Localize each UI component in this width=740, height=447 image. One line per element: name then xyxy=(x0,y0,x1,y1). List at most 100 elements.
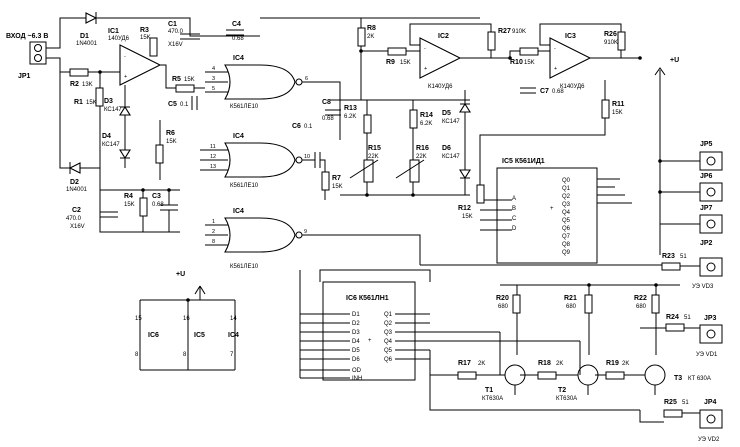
t3-transistor xyxy=(644,364,666,386)
r18-resistor xyxy=(537,371,557,380)
svg-text:OD: OD xyxy=(352,368,362,374)
svg-text:Q2: Q2 xyxy=(562,194,571,200)
svg-text:КС147: КС147 xyxy=(442,154,460,160)
d2-diode xyxy=(68,162,81,174)
svg-text:КС147: КС147 xyxy=(104,107,122,113)
ic6-box xyxy=(322,281,416,381)
svg-text:-: - xyxy=(554,46,556,52)
svg-text:6.2K: 6.2K xyxy=(420,121,432,127)
svg-text:8: 8 xyxy=(212,239,215,245)
svg-text:R14: R14 xyxy=(420,112,433,119)
svg-text:13: 13 xyxy=(210,164,216,170)
svg-text:15K: 15K xyxy=(184,77,195,83)
svg-text:IC5 К561ИД1: IC5 К561ИД1 xyxy=(502,158,545,165)
svg-text:R22: R22 xyxy=(634,295,647,302)
svg-text:10: 10 xyxy=(304,154,310,160)
svg-text:-: - xyxy=(124,54,126,60)
ic4-gates: IC4 К561ЛЕ10 4 3 5 6 IC4 К561ЛЕ10 11 12 … xyxy=(200,55,421,270)
svg-text:К561ЛЕ10: К561ЛЕ10 xyxy=(230,183,259,189)
svg-text:140УД6: 140УД6 xyxy=(108,36,130,42)
svg-text:8: 8 xyxy=(135,352,139,358)
d6-zener xyxy=(459,169,471,180)
svg-text:Q4: Q4 xyxy=(562,210,571,216)
svg-text:Q2: Q2 xyxy=(384,321,393,327)
svg-text:R18: R18 xyxy=(538,360,551,367)
svg-text:К140УД6: К140УД6 xyxy=(560,84,585,90)
svg-text:D1: D1 xyxy=(352,312,360,318)
svg-text:R23: R23 xyxy=(662,253,675,260)
svg-text:22K: 22K xyxy=(368,154,379,160)
svg-text:3: 3 xyxy=(212,76,215,82)
svg-text:C8: C8 xyxy=(322,99,331,106)
svg-text:R20: R20 xyxy=(496,295,509,302)
r20-resistor xyxy=(512,294,521,314)
r16-potentiometer xyxy=(409,159,420,183)
svg-text:C5: C5 xyxy=(168,101,177,108)
d2-label: D2 xyxy=(70,179,79,186)
svg-text:2: 2 xyxy=(212,229,215,235)
r11-resistor xyxy=(601,99,610,119)
svg-text:JP4: JP4 xyxy=(704,399,717,406)
d1-label: D1 xyxy=(80,33,89,40)
svg-text:15K: 15K xyxy=(166,139,177,145)
svg-text:0.68: 0.68 xyxy=(552,89,564,95)
svg-text:14: 14 xyxy=(230,316,237,322)
output-stage: R20 680 R21 680 R22 680 R17 2K T1 КТ630А… xyxy=(429,284,711,411)
svg-text:13K: 13K xyxy=(82,82,93,88)
svg-text:+: + xyxy=(124,74,127,80)
svg-text:15K: 15K xyxy=(140,35,151,41)
r23-resistor xyxy=(661,262,681,271)
svg-text:IC4: IC4 xyxy=(233,208,244,215)
svg-text:15K: 15K xyxy=(612,110,623,116)
svg-text:КС147: КС147 xyxy=(442,119,460,125)
svg-text:51: 51 xyxy=(682,400,689,406)
svg-text:6.2K: 6.2K xyxy=(344,114,356,120)
junction-dots xyxy=(98,49,662,302)
svg-text:УЭ VD2: УЭ VD2 xyxy=(698,437,720,443)
power-block: +U 15 IC6 8 16 IC5 8 14 IC4 7 xyxy=(135,271,239,371)
svg-text:15K: 15K xyxy=(524,60,535,66)
svg-text:0.1: 0.1 xyxy=(180,102,189,108)
d5-zener xyxy=(459,102,471,113)
svg-text:R19: R19 xyxy=(606,360,619,367)
svg-text:Q6: Q6 xyxy=(562,226,571,232)
r12-resistor xyxy=(476,184,485,204)
svg-text:IC6 К561ЛН1: IC6 К561ЛН1 xyxy=(346,295,389,302)
svg-text:+: + xyxy=(554,66,557,72)
svg-text:УЭ VD1: УЭ VD1 xyxy=(696,352,718,358)
svg-text:Q1: Q1 xyxy=(384,312,393,318)
svg-text:R7: R7 xyxy=(332,175,341,182)
svg-text:T2: T2 xyxy=(558,387,566,394)
svg-text:R16: R16 xyxy=(416,145,429,152)
ic1-section: - + IC1 140УД6 R2 13K R1 15K R3 15K C1 4… xyxy=(60,21,244,232)
svg-text:Q5: Q5 xyxy=(384,348,393,354)
r22-resistor xyxy=(651,294,660,314)
r2-resistor xyxy=(69,68,89,77)
svg-text:R2: R2 xyxy=(70,81,79,88)
ic4-gate-3 xyxy=(224,217,296,253)
svg-text:C3: C3 xyxy=(152,193,161,200)
svg-text:22K: 22K xyxy=(416,154,427,160)
svg-text:11: 11 xyxy=(210,144,216,150)
ic5-box xyxy=(496,167,598,264)
svg-text:D4: D4 xyxy=(102,133,111,140)
ic4-gate-2 xyxy=(224,142,296,178)
svg-text:JP6: JP6 xyxy=(700,173,713,180)
svg-text:Q3: Q3 xyxy=(562,202,571,208)
svg-text:D3: D3 xyxy=(352,330,360,336)
svg-text:D4: D4 xyxy=(352,339,360,345)
svg-text:B: B xyxy=(512,206,516,212)
svg-text:R8: R8 xyxy=(367,25,376,32)
svg-text:680: 680 xyxy=(498,304,509,310)
svg-text:КТ 630А: КТ 630А xyxy=(688,376,711,382)
svg-text:51: 51 xyxy=(680,254,687,260)
svg-text:X16V: X16V xyxy=(168,42,183,48)
svg-text:IC5: IC5 xyxy=(194,332,205,339)
svg-text:12: 12 xyxy=(210,154,216,160)
svg-text:К561ЛЕ10: К561ЛЕ10 xyxy=(230,264,259,270)
r15-potentiometer xyxy=(363,159,374,183)
d4-zener xyxy=(119,149,131,160)
d1-diode xyxy=(85,12,98,24)
r26-resistor xyxy=(617,31,626,51)
